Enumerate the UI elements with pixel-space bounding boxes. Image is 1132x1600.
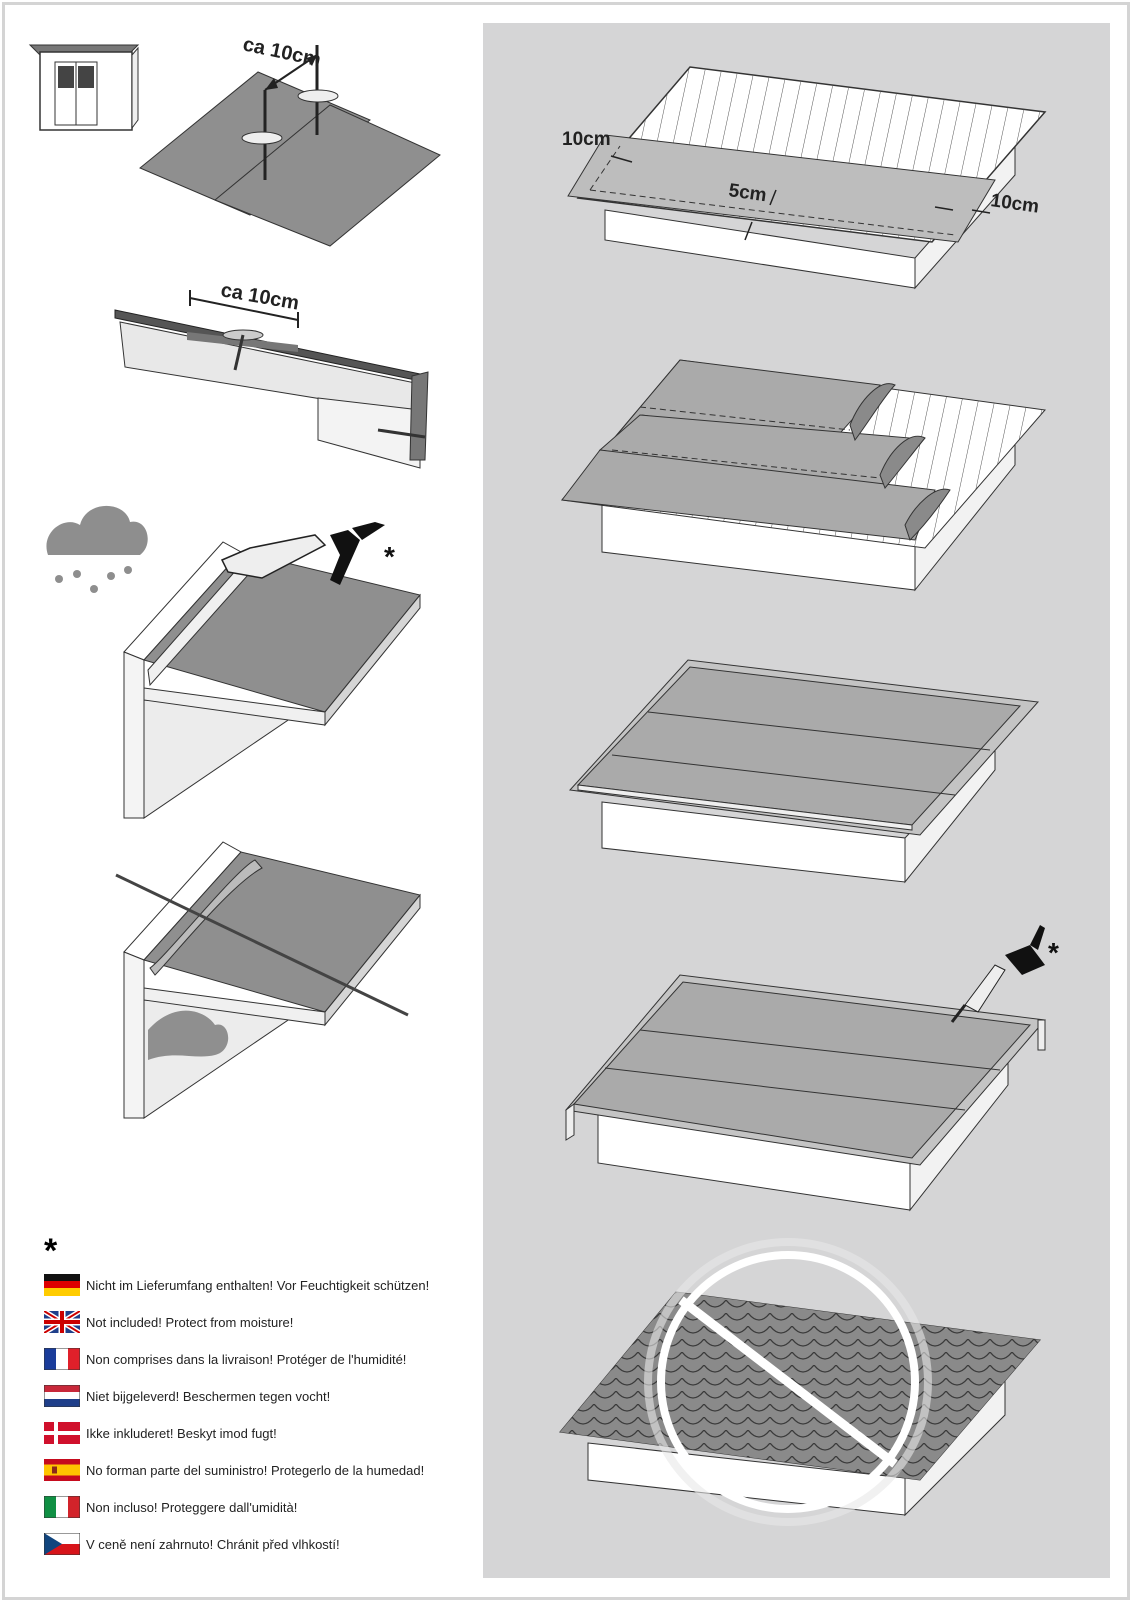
prohibition-slash — [678, 1296, 898, 1468]
measure-label-e: 10cm — [989, 190, 1040, 218]
wall-flashing-correct-illustration — [123, 541, 421, 819]
note-text-fr: Non comprises dans la livraison! Protége… — [86, 1351, 407, 1367]
flag-germany-icon — [44, 1274, 80, 1296]
rain-cloud-icon — [46, 505, 148, 593]
note-text-it: Non incluso! Proteggere dall'umidità! — [86, 1499, 298, 1515]
cross-out-line — [115, 873, 409, 1017]
asterisk-mark: * — [384, 541, 395, 572]
roof-roll-sheets-illustration — [561, 359, 1046, 592]
prohibition-circle — [657, 1251, 919, 1513]
roof-sealing-edges-illustration — [565, 974, 1046, 1212]
caulking-gun-icon — [220, 522, 385, 585]
measure-label-b: ca 10cm — [219, 279, 301, 314]
measure-label-c: 10cm — [562, 129, 611, 150]
roof-shingles-forbidden-illustration — [559, 1291, 1041, 1517]
felt-overlap-illustration — [139, 45, 441, 247]
shed-icon — [28, 44, 140, 131]
note-text-dk: Ikke inkluderet! Beskyt imod fugt! — [86, 1425, 277, 1441]
roof-edge-nailing-illustration — [114, 290, 429, 469]
roof-trimmed-edges-illustration — [568, 659, 1040, 884]
note-row-it: Non incluso! Proteggere dall'umidità! — [44, 1495, 297, 1519]
flag-italy-icon — [44, 1496, 80, 1518]
asterisk-mark-2: * — [1048, 937, 1059, 968]
flag-spain-icon — [44, 1459, 80, 1481]
wall-flashing-incorrect-illustration — [115, 841, 421, 1119]
legend-asterisk: * — [44, 1232, 58, 1270]
note-text-cz: V ceně není zahrnuto! Chránit před vlhko… — [86, 1536, 340, 1552]
note-text-gb: Not included! Protect from moisture! — [86, 1314, 294, 1330]
caulking-gun-icon-2 — [950, 925, 1045, 1023]
note-text-es: No forman parte del suministro! Proteger… — [86, 1462, 425, 1478]
note-row-nl: Niet bijgeleverd! Beschermen tegen vocht… — [44, 1384, 330, 1408]
note-row-de: Nicht im Lieferumfang enthalten! Vor Feu… — [44, 1273, 429, 1297]
flag-uk-icon — [44, 1311, 80, 1333]
flag-france-icon — [44, 1348, 80, 1370]
flag-czech-icon — [44, 1533, 80, 1555]
note-text-de: Nicht im Lieferumfang enthalten! Vor Feu… — [86, 1277, 430, 1293]
note-row-es: No forman parte del suministro! Proteger… — [44, 1458, 424, 1482]
flag-denmark-icon — [44, 1422, 80, 1444]
note-text-nl: Niet bijgeleverd! Beschermen tegen vocht… — [86, 1388, 331, 1404]
note-row-fr: Non comprises dans la livraison! Protége… — [44, 1347, 406, 1371]
flag-netherlands-icon — [44, 1385, 80, 1407]
note-row-cz: V ceně není zahrnuto! Chránit před vlhko… — [44, 1532, 340, 1556]
note-row-gb: Not included! Protect from moisture! — [44, 1310, 293, 1334]
measure-label-d: 5cm — [727, 180, 768, 206]
roof-first-sheet-illustration — [567, 66, 1047, 290]
note-row-dk: Ikke inkluderet! Beskyt imod fugt! — [44, 1421, 277, 1445]
measure-label-a: ca 10cm — [241, 33, 323, 71]
